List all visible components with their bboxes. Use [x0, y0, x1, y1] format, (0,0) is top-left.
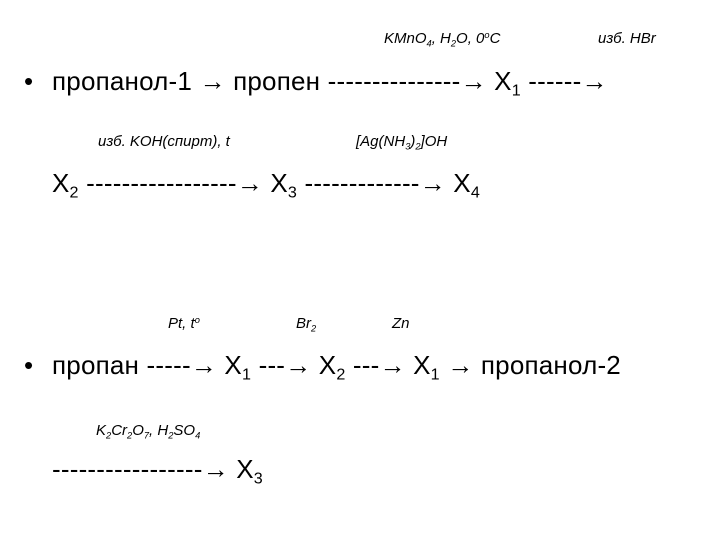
condition-k2cr2o7: K2Cr2O7, H2SO4: [96, 422, 201, 441]
scheme2-line1: пропан -----→ X1 ---→ X2 ---→ X1 → пропа…: [52, 350, 621, 384]
scheme1-line1: пропанол-1 → пропен ---------------→ X1 …: [52, 66, 608, 100]
condition-koh: изб. KOH(спирт), t: [98, 133, 230, 150]
condition-kmno4: KMnO4, H2O, 0oC: [384, 29, 501, 49]
condition-pt: Pt, to: [168, 314, 200, 332]
condition-br2: Br2: [296, 315, 317, 334]
bullet-2: •: [24, 350, 34, 380]
condition-ag-nh3: [Ag(NH3)2]OH: [356, 133, 448, 152]
scheme2-line2: -----------------→ X3: [52, 454, 263, 488]
condition-hbr: изб. HBr: [598, 30, 656, 47]
scheme1-line2: X2 -----------------→ X3 -------------→ …: [52, 168, 480, 202]
condition-zn: Zn: [392, 315, 410, 332]
bullet-1: •: [24, 66, 34, 96]
